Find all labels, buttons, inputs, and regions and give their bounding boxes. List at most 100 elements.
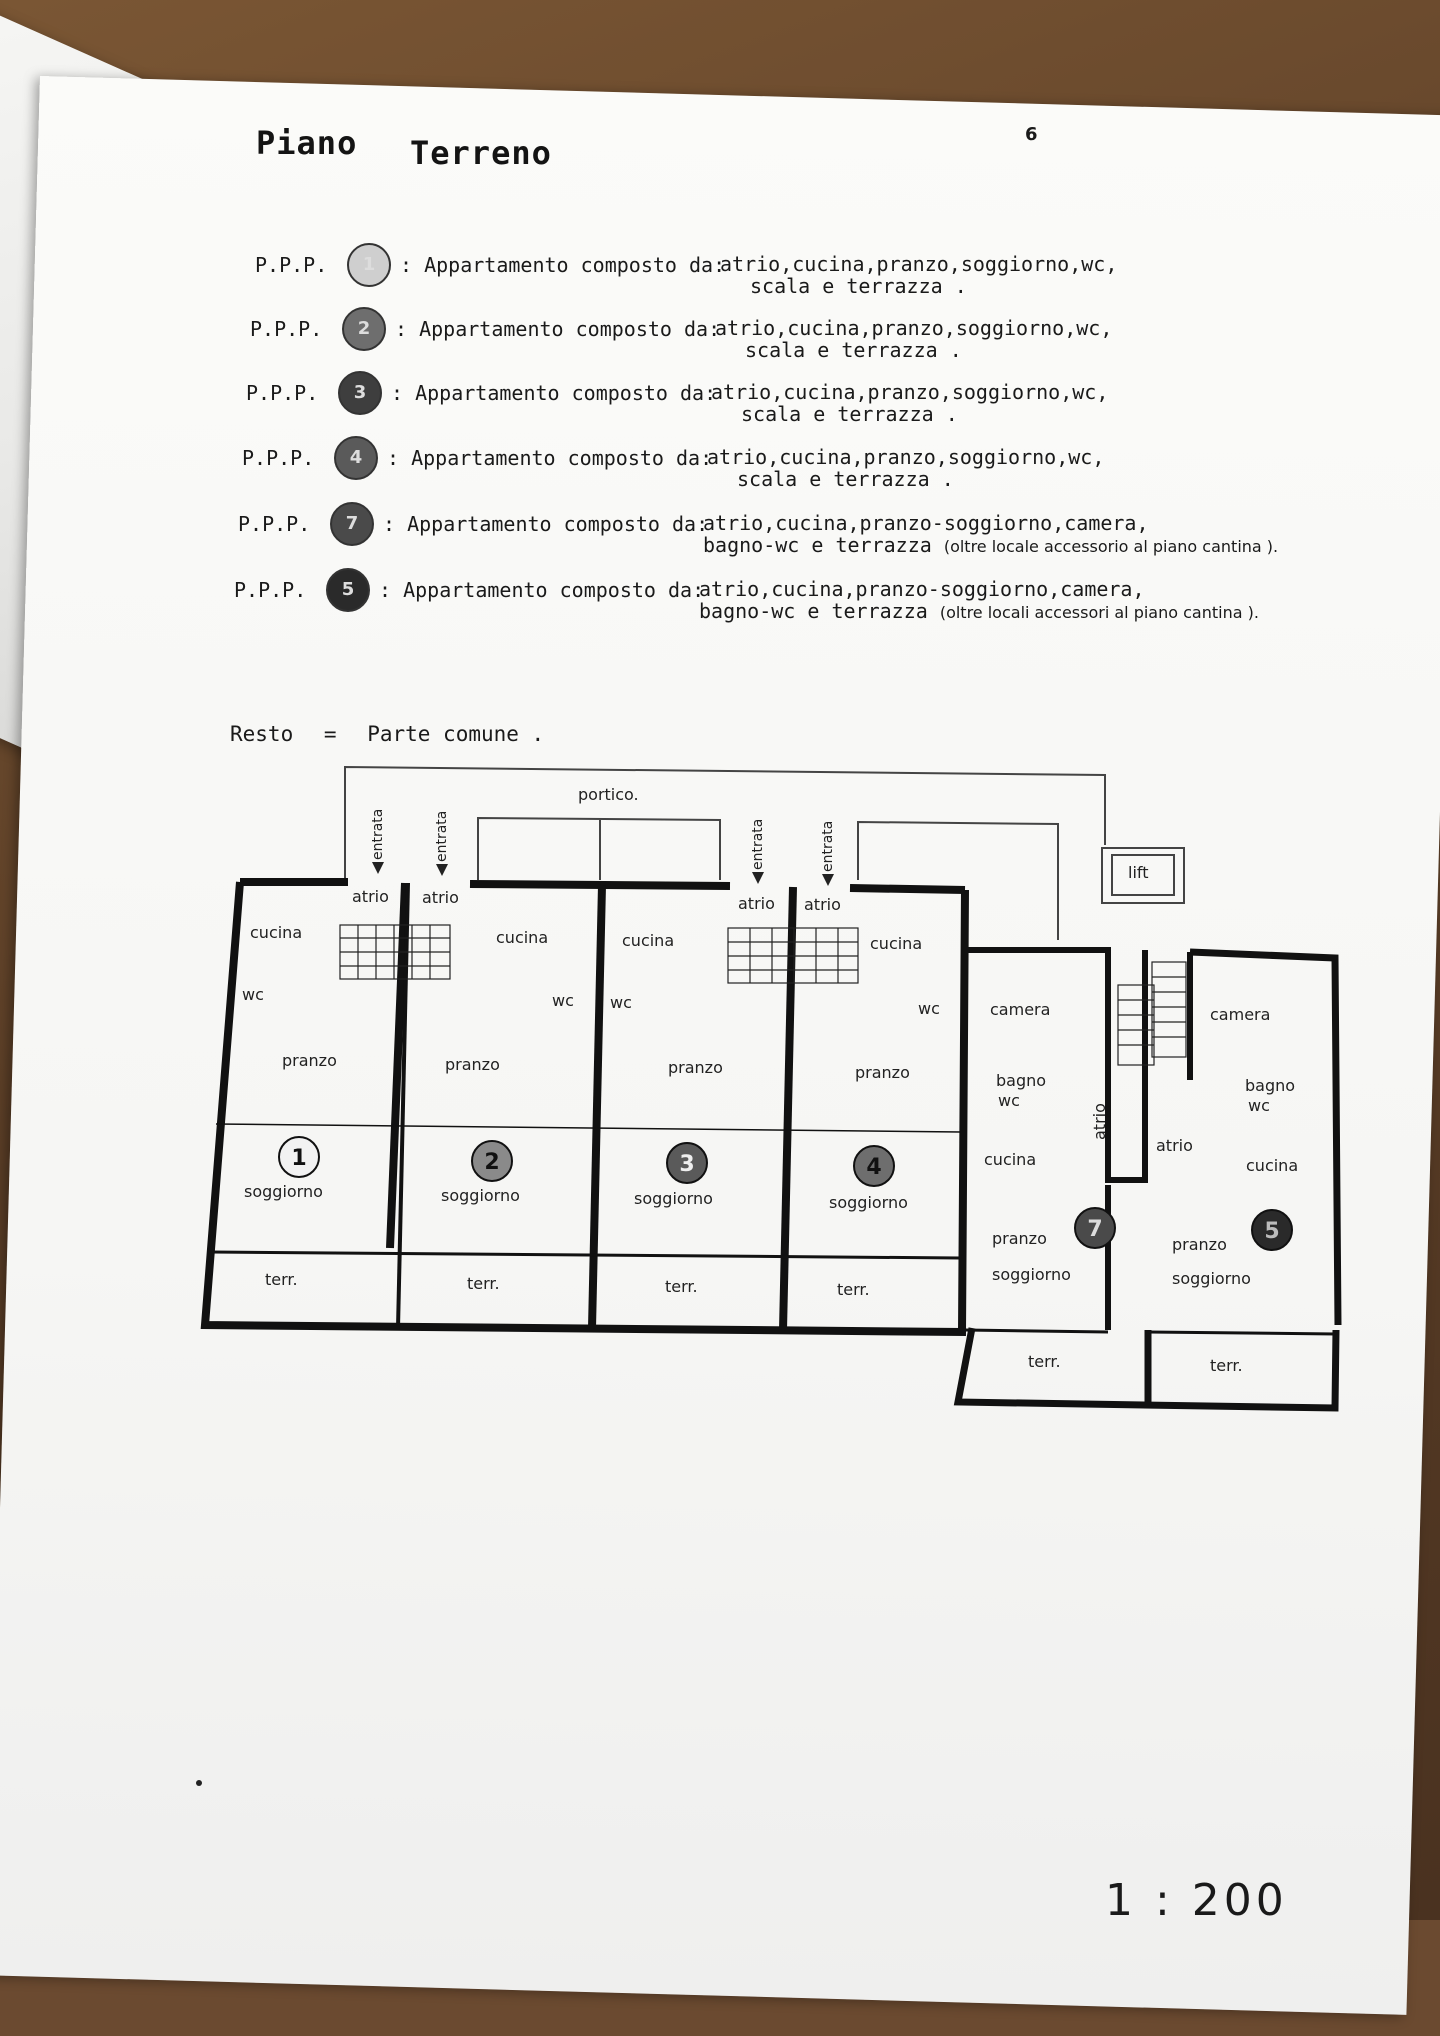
unit-desc: atrio,cucina,pranzo-soggiorno,camera, ba…: [703, 512, 1278, 558]
entrata-arrow-icon: [822, 874, 834, 886]
resto-value: Parte comune .: [367, 722, 545, 746]
unit-marker-circle: [1074, 1207, 1116, 1249]
room-label-camera: camera: [990, 1000, 1050, 1019]
resto-label: Resto: [230, 722, 294, 746]
room-label-terr: terr.: [1210, 1356, 1243, 1375]
room-label-terr: terr.: [665, 1277, 698, 1296]
room-label-terr: terr.: [467, 1274, 500, 1293]
resto-equals: =: [323, 722, 337, 746]
unit-desc: atrio,cucina,pranzo,soggiorno,wc, scala …: [715, 317, 1112, 361]
unit-code: P.P.P.: [255, 253, 328, 277]
document-content: Piano Terreno 6 P.P.P. 1 : Appartamento …: [196, 124, 1342, 1926]
desc-line-2: scala e terrazza .: [737, 467, 954, 491]
room-label-soggiorno: soggiorno: [441, 1186, 520, 1205]
unit-markers: 1 2 3 4 7 5: [278, 1136, 1293, 1251]
entrata-label: entrata: [820, 821, 836, 872]
unit-lead: : Appartamento composto da:: [387, 446, 713, 470]
room-label-cucina: cucina: [870, 934, 922, 953]
desc-line-1: atrio,cucina,pranzo-soggiorno,camera,: [699, 577, 1145, 601]
room-label-wc: wc: [242, 985, 264, 1004]
room-label-bagno: bagno: [1245, 1076, 1295, 1095]
entrata-label: entrata: [370, 809, 386, 860]
unit-lead: : Appartamento composto da:: [395, 317, 721, 341]
room-label-soggiorno: soggiorno: [634, 1189, 713, 1208]
portico-outline: [344, 765, 1185, 940]
room-label-cucina: cucina: [250, 923, 302, 942]
main-block-walls: [200, 878, 969, 1337]
room-label-pranzo: pranzo: [855, 1063, 910, 1082]
unit-row: P.P.P. 2 : Appartamento composto da: atr…: [250, 307, 1280, 377]
unit-desc: atrio,cucina,pranzo,soggiorno,wc, scala …: [707, 446, 1104, 490]
room-label-pranzo: pranzo: [445, 1055, 500, 1074]
desc-line-1: atrio,cucina,pranzo,soggiorno,wc,: [715, 316, 1113, 340]
entrata-label: entrata: [434, 811, 450, 862]
room-label-atrio: atrio: [1090, 1103, 1109, 1140]
room-label-soggiorno: soggiorno: [1172, 1269, 1251, 1288]
desc-line-1: atrio,cucina,pranzo-soggiorno,camera,: [703, 511, 1149, 535]
room-label-wc: wc: [552, 991, 574, 1010]
unit-desc: atrio,cucina,pranzo,soggiorno,wc, scala …: [720, 253, 1117, 297]
unit-code: P.P.P.: [242, 446, 315, 470]
unit-badge: 4: [334, 436, 378, 480]
room-label-cucina: cucina: [1246, 1156, 1298, 1175]
entrata-arrow-icon: [372, 862, 384, 874]
unit-lead: : Appartamento composto da:: [379, 578, 705, 602]
entrata-arrows: entrata entrata entrata entrata: [370, 809, 836, 886]
room-label-atrio: atrio: [1156, 1136, 1193, 1155]
room-label-terr: terr.: [1028, 1352, 1061, 1371]
unit-badge: 2: [342, 307, 386, 351]
unit-desc: atrio,cucina,pranzo,soggiorno,wc, scala …: [711, 381, 1108, 425]
ink-dot: [196, 1780, 202, 1786]
unit-badge: 1: [347, 243, 391, 287]
unit-code: P.P.P.: [234, 578, 307, 602]
room-label-atrio: atrio: [352, 887, 389, 906]
room-labels: atrio atrio atrio atrio cucina cucina cu…: [242, 887, 1298, 1375]
room-label-soggiorno: soggiorno: [829, 1193, 908, 1212]
room-label-wc: wc: [918, 999, 940, 1018]
room-label-atrio: atrio: [422, 888, 459, 907]
entrata-arrow-icon: [436, 864, 448, 876]
room-label-atrio: atrio: [738, 894, 775, 913]
desc-line-1: atrio,cucina,pranzo,soggiorno,wc,: [711, 380, 1109, 404]
room-label-cucina: cucina: [622, 931, 674, 950]
room-label-cucina: cucina: [984, 1150, 1036, 1169]
unit-lead: : Appartamento composto da:: [400, 253, 726, 277]
unit-marker-number: 3: [679, 1152, 694, 1177]
room-label-pranzo: pranzo: [668, 1058, 723, 1077]
room-label-bagno: bagno: [996, 1071, 1046, 1090]
room-label-terr: terr.: [837, 1280, 870, 1299]
room-label-soggiorno: soggiorno: [992, 1265, 1071, 1284]
entrata-arrow-icon: [752, 872, 764, 884]
unit-marker-number: 5: [1264, 1219, 1279, 1244]
unit-marker-circle: [666, 1142, 708, 1184]
unit-marker-circle: [278, 1136, 320, 1178]
room-label-atrio: atrio: [804, 895, 841, 914]
unit-marker-number: 4: [866, 1155, 881, 1180]
unit-badge: 5: [326, 568, 370, 612]
desc-line-2: bagno-wc e terrazza: [703, 533, 932, 557]
room-label-camera: camera: [1210, 1005, 1270, 1024]
room-label-wc: wc: [1248, 1096, 1270, 1115]
room-label-wc: wc: [998, 1091, 1020, 1110]
unit-code: P.P.P.: [246, 381, 319, 405]
unit-marker-number: 1: [291, 1146, 306, 1171]
room-label-soggiorno: soggiorno: [244, 1182, 323, 1201]
desc-note: (oltre locali accessori al piano cantina…: [939, 603, 1259, 622]
unit-lead: : Appartamento composto da:: [383, 512, 709, 536]
desc-line-2: bagno-wc e terrazza: [699, 599, 928, 623]
unit-marker-number: 7: [1087, 1217, 1102, 1242]
desc-line-2: scala e terrazza .: [741, 402, 958, 426]
desc-line-1: atrio,cucina,pranzo,soggiorno,wc,: [720, 252, 1118, 276]
room-label-pranzo: pranzo: [1172, 1235, 1227, 1254]
unit-badge: 7: [330, 502, 374, 546]
unit-code: P.P.P.: [250, 317, 323, 341]
unit-marker-number: 2: [484, 1150, 499, 1175]
room-label-terr: terr.: [265, 1270, 298, 1289]
unit-marker-circle: [853, 1145, 895, 1187]
unit-desc: atrio,cucina,pranzo-soggiorno,camera, ba…: [699, 578, 1259, 624]
unit-row: P.P.P. 4 : Appartamento composto da: atr…: [242, 436, 1272, 506]
room-label-pranzo: pranzo: [992, 1229, 1047, 1248]
portico-label: portico.: [578, 785, 639, 804]
entrata-label: entrata: [750, 819, 766, 870]
desc-line-2: scala e terrazza .: [745, 338, 962, 362]
